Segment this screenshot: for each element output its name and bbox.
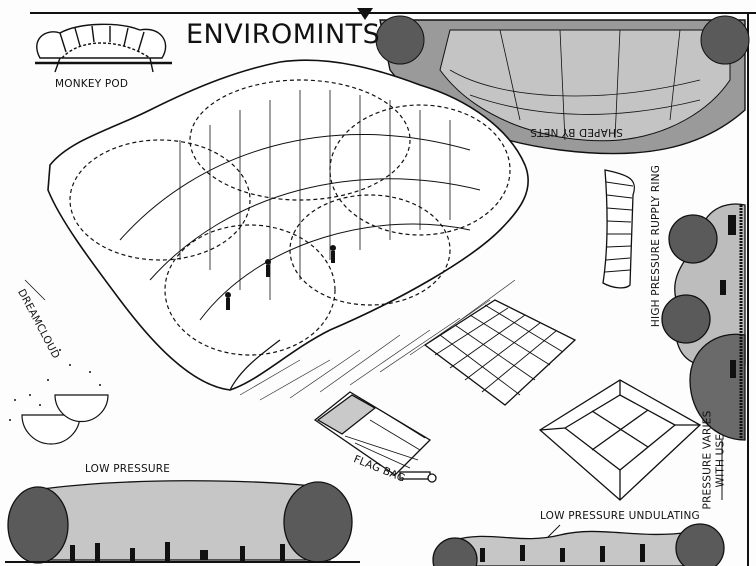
low-pressure-drawing bbox=[5, 480, 360, 564]
low-pressure-label: LOW PRESSURE bbox=[85, 463, 171, 475]
low-pressure-undulating-drawing bbox=[432, 523, 725, 566]
monkey-pod-label: MONKEY POD bbox=[55, 78, 129, 90]
pressure-varies-line-1: PRESSURE VARIES bbox=[701, 410, 714, 510]
pressure-varies-line-2: WITH USE bbox=[714, 433, 727, 488]
main-pillow-drawing bbox=[47, 59, 529, 401]
page-title: ENVIROMINTS bbox=[186, 19, 381, 50]
shaped-by-nets-label: SHAPED BY NETS bbox=[530, 126, 623, 138]
high-pressure-ring-label: HIGH PRESSURE RUPPLY RING bbox=[650, 164, 663, 328]
monkey-pod-drawing bbox=[35, 23, 172, 73]
flag-bag-drawing bbox=[313, 391, 437, 483]
quilted-square-drawing bbox=[423, 299, 577, 406]
pressure-varies-drawing bbox=[661, 203, 746, 500]
dreamcloud-drawing bbox=[9, 279, 109, 445]
low-pressure-undulating-label: LOW PRESSURE UNDULATING bbox=[540, 510, 700, 522]
top-rule bbox=[30, 8, 756, 566]
square-bag-drawing bbox=[538, 379, 702, 501]
pressure-varies-label: PRESSURE VARIES WITH USE bbox=[701, 411, 727, 510]
high-pressure-ring-drawing bbox=[602, 169, 635, 289]
